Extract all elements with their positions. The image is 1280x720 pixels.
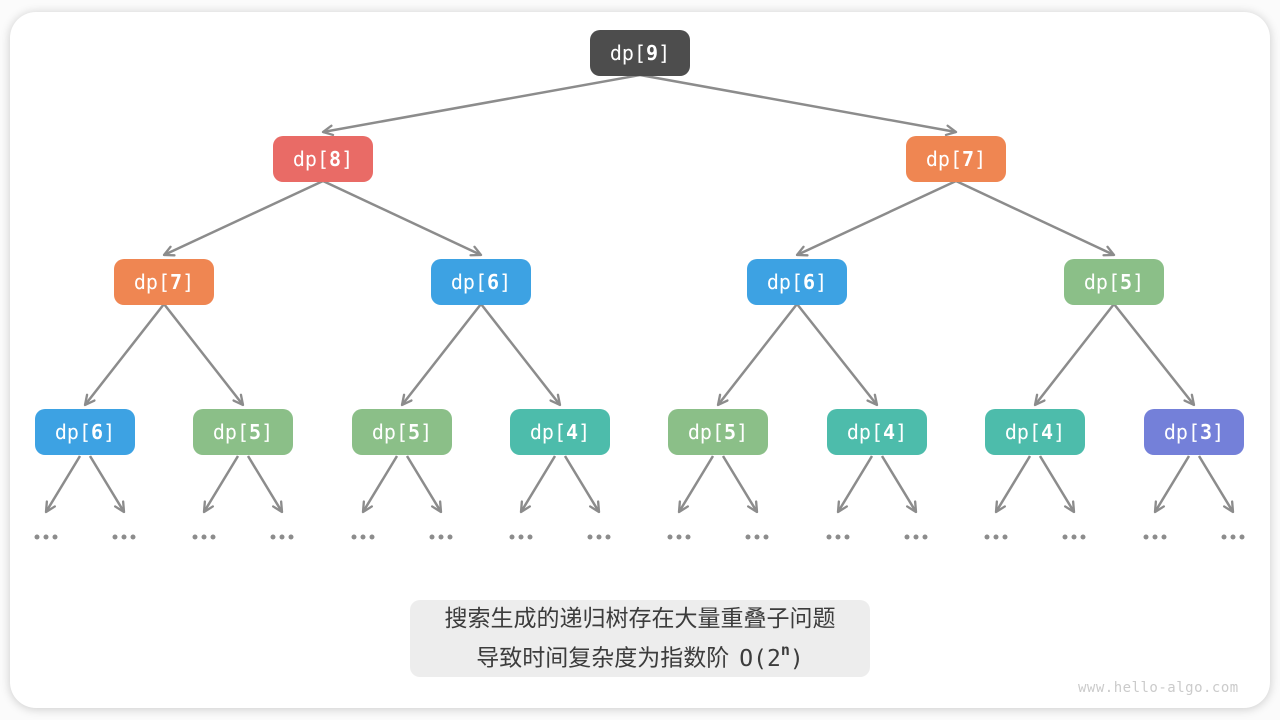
caption-box: 搜索生成的递归树存在大量重叠子问题 导致时间复杂度为指数阶 O(2n) bbox=[410, 600, 870, 677]
caption-formula: O(2n) bbox=[739, 641, 804, 672]
node-label-prefix: dp[ bbox=[529, 420, 567, 444]
node-label-index: 9 bbox=[646, 41, 659, 65]
node-label-index: 6 bbox=[803, 270, 816, 294]
node-label-index: 5 bbox=[724, 420, 737, 444]
node-label-suffix: ] bbox=[103, 420, 116, 444]
node-label-index: 3 bbox=[1200, 420, 1213, 444]
tree-node-dp-5: dp[5] bbox=[1064, 259, 1164, 305]
node-label-prefix: dp[ bbox=[450, 270, 488, 294]
tree-node-dp-5: dp[5] bbox=[668, 409, 768, 455]
node-label-prefix: dp[ bbox=[846, 420, 884, 444]
node-label-index: 4 bbox=[883, 420, 896, 444]
node-label-index: 6 bbox=[487, 270, 500, 294]
node-label-index: 4 bbox=[566, 420, 579, 444]
node-label-suffix: ] bbox=[261, 420, 274, 444]
node-label-prefix: dp[ bbox=[54, 420, 92, 444]
node-label-prefix: dp[ bbox=[371, 420, 409, 444]
node-label-suffix: ] bbox=[815, 270, 828, 294]
node-label-prefix: dp[ bbox=[133, 270, 171, 294]
node-label-suffix: ] bbox=[420, 420, 433, 444]
tree-node-dp-6: dp[6] bbox=[35, 409, 135, 455]
node-label-prefix: dp[ bbox=[1004, 420, 1042, 444]
tree-node-dp-4: dp[4] bbox=[985, 409, 1085, 455]
watermark: www.hello-algo.com bbox=[1078, 680, 1239, 696]
node-label-prefix: dp[ bbox=[687, 420, 725, 444]
tree-node-dp-3: dp[3] bbox=[1144, 409, 1244, 455]
node-label-suffix: ] bbox=[736, 420, 749, 444]
node-label-suffix: ] bbox=[1053, 420, 1066, 444]
node-label-prefix: dp[ bbox=[925, 147, 963, 171]
tree-node-dp-4: dp[4] bbox=[827, 409, 927, 455]
tree-node-dp-4: dp[4] bbox=[510, 409, 610, 455]
node-label-suffix: ] bbox=[658, 41, 671, 65]
node-label-suffix: ] bbox=[974, 147, 987, 171]
node-label-prefix: dp[ bbox=[1083, 270, 1121, 294]
node-label-index: 8 bbox=[329, 147, 342, 171]
tree-node-dp-5: dp[5] bbox=[193, 409, 293, 455]
tree-node-dp-5: dp[5] bbox=[352, 409, 452, 455]
node-label-index: 6 bbox=[91, 420, 104, 444]
caption-formula-post: ) bbox=[789, 645, 804, 672]
node-label-suffix: ] bbox=[578, 420, 591, 444]
node-label-suffix: ] bbox=[341, 147, 354, 171]
tree-node-dp-7: dp[7] bbox=[906, 136, 1006, 182]
node-label-prefix: dp[ bbox=[609, 41, 647, 65]
node-label-index: 7 bbox=[962, 147, 975, 171]
caption-formula-pre: O(2 bbox=[739, 645, 781, 672]
caption-line-2-text: 导致时间复杂度为指数阶 bbox=[476, 644, 730, 671]
caption-line-1: 搜索生成的递归树存在大量重叠子问题 bbox=[444, 605, 836, 632]
node-label-index: 5 bbox=[1120, 270, 1133, 294]
tree-node-dp-7: dp[7] bbox=[114, 259, 214, 305]
caption-formula-exponent: n bbox=[780, 641, 790, 660]
node-label-index: 7 bbox=[170, 270, 183, 294]
node-label-prefix: dp[ bbox=[292, 147, 330, 171]
node-label-suffix: ] bbox=[182, 270, 195, 294]
tree-node-dp-6: dp[6] bbox=[747, 259, 847, 305]
caption-line-2: 导致时间复杂度为指数阶 O(2n) bbox=[476, 635, 803, 676]
node-label-suffix: ] bbox=[1132, 270, 1145, 294]
node-label-index: 4 bbox=[1041, 420, 1054, 444]
tree-node-dp-6: dp[6] bbox=[431, 259, 531, 305]
node-label-prefix: dp[ bbox=[212, 420, 250, 444]
node-label-prefix: dp[ bbox=[766, 270, 804, 294]
node-label-suffix: ] bbox=[499, 270, 512, 294]
node-label-index: 5 bbox=[408, 420, 421, 444]
node-label-suffix: ] bbox=[895, 420, 908, 444]
node-label-index: 5 bbox=[249, 420, 262, 444]
tree-node-dp-9: dp[9] bbox=[590, 30, 690, 76]
tree-node-dp-8: dp[8] bbox=[273, 136, 373, 182]
node-label-suffix: ] bbox=[1212, 420, 1225, 444]
node-label-prefix: dp[ bbox=[1163, 420, 1201, 444]
